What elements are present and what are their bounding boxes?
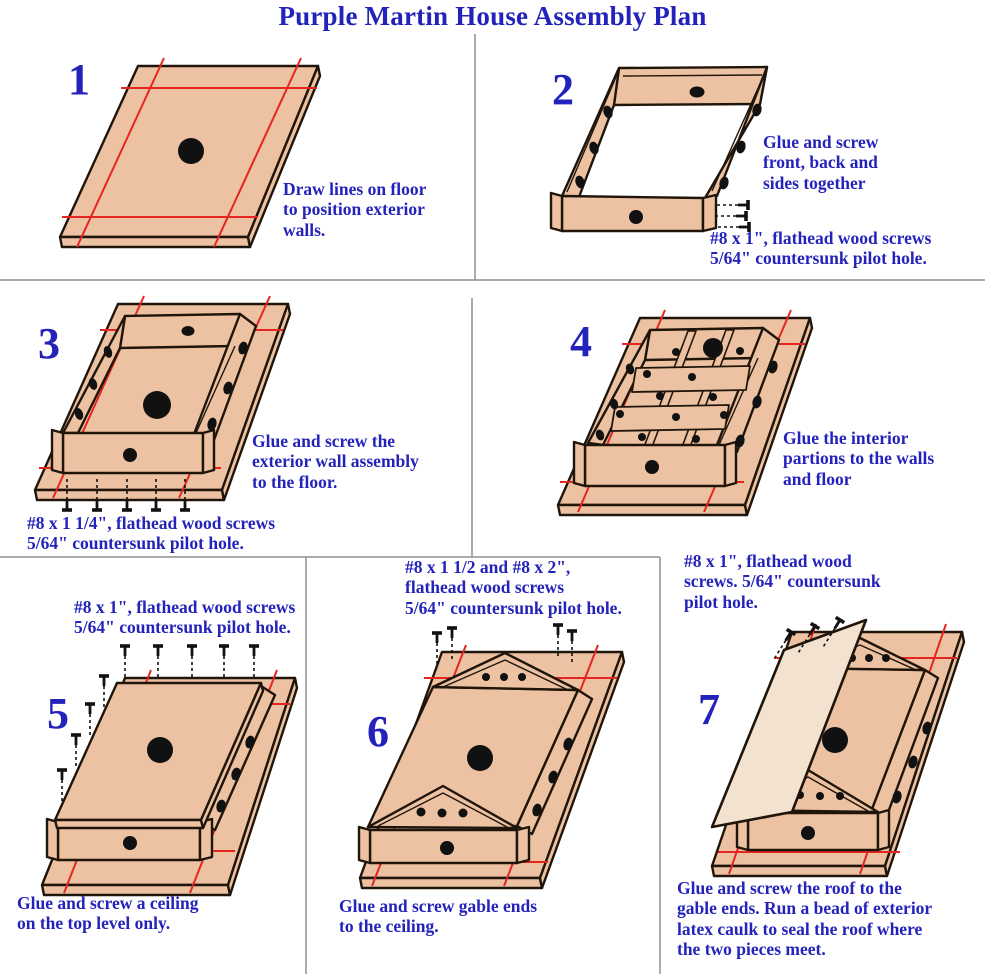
step-1-instruction: Draw lines on floor to position exterior… (283, 179, 427, 240)
step-4-number: 4 (570, 317, 592, 366)
step-3-screw-spec: #8 x 1 1/4", flathead wood screws 5/64" … (27, 513, 276, 554)
step-2-wall-frame-drawing (549, 65, 769, 234)
section-dividers (0, 34, 985, 974)
step-1-floor-drawing (58, 57, 322, 249)
step-4-instruction: Glue the interior partions to the walls … (783, 428, 935, 489)
step-2-screw-spec: #8 x 1", flathead wood screws 5/64" coun… (710, 228, 932, 269)
step-7-screw-spec: #8 x 1", flathead wood screws. 5/64" cou… (684, 551, 881, 612)
step-5-instruction: Glue and screw a ceiling on the top leve… (17, 893, 199, 934)
step-7-roof-drawing (710, 615, 966, 878)
step-5-screw-spec: #8 x 1", flathead wood screws 5/64" coun… (74, 597, 296, 638)
step-3-walls-on-floor-drawing (33, 295, 292, 512)
step-7-number: 7 (698, 685, 720, 734)
step-2-instruction: Glue and screw front, back and sides tog… (763, 132, 879, 193)
step-3-number: 3 (38, 319, 60, 368)
step-5-number: 5 (47, 689, 69, 738)
roof-panel (710, 618, 868, 829)
step-2-number: 2 (552, 65, 574, 114)
step-6-number: 6 (367, 707, 389, 756)
step-6-screw-spec: #8 x 1 1/2 and #8 x 2", flathead wood sc… (405, 557, 622, 618)
step-7-instruction: Glue and screw the roof to the gable end… (677, 878, 933, 959)
step-1-number: 1 (68, 55, 90, 104)
step-3-instruction: Glue and screw the exterior wall assembl… (252, 431, 419, 492)
plan-title: Purple Martin House Assembly Plan (278, 1, 707, 31)
step-4-partitions-drawing (556, 309, 814, 517)
step-6-instruction: Glue and screw gable ends to the ceiling… (339, 896, 538, 937)
step-6-gables-drawing (357, 623, 626, 890)
step-5-ceiling-drawing (40, 644, 299, 897)
